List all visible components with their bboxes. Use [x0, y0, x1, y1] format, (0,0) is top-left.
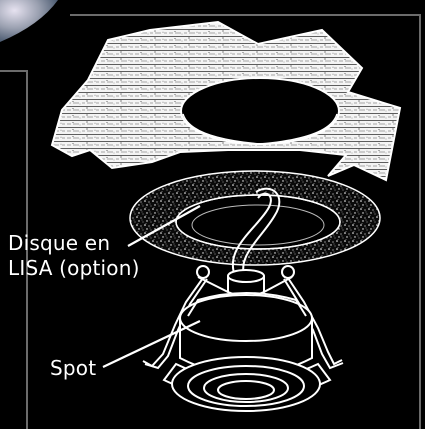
label-disque-line2: LISA (option) [8, 256, 140, 281]
lisa-disc [130, 171, 380, 265]
spot-body [164, 293, 330, 411]
label-spot: Spot [50, 356, 96, 381]
label-disque-line1: Disque en [8, 231, 140, 256]
label-disque-lisa: Disque en LISA (option) [8, 231, 140, 281]
corner-decoration [0, 0, 58, 42]
ceiling-panel [52, 22, 400, 180]
